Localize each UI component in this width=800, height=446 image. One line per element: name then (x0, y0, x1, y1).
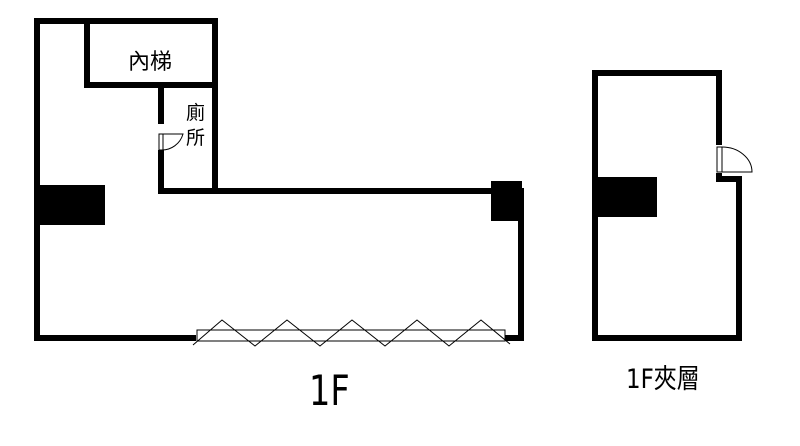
toilet-label-2: 所 (186, 127, 206, 149)
toilet-door (158, 133, 184, 151)
mezzanine-door (716, 146, 753, 173)
floor-1f-label: 1F (309, 366, 350, 415)
pillar-right-1f (491, 181, 522, 221)
stairs-room-wall (84, 18, 218, 88)
stairs-label: 內梯 (128, 50, 173, 75)
mezzanine-label: 1F夾層 (626, 364, 700, 395)
toilet-label-1: 廁 (186, 102, 206, 124)
folding-door (192, 319, 511, 347)
plan-1f (34, 18, 524, 341)
pillar-left-1f (37, 185, 105, 225)
plan-mezzanine (592, 70, 742, 341)
outer-wall-1f (34, 18, 524, 341)
outer-wall-mezzanine (592, 70, 742, 341)
toilet-wall-lower (158, 150, 215, 194)
pillar-mezzanine (595, 177, 657, 217)
